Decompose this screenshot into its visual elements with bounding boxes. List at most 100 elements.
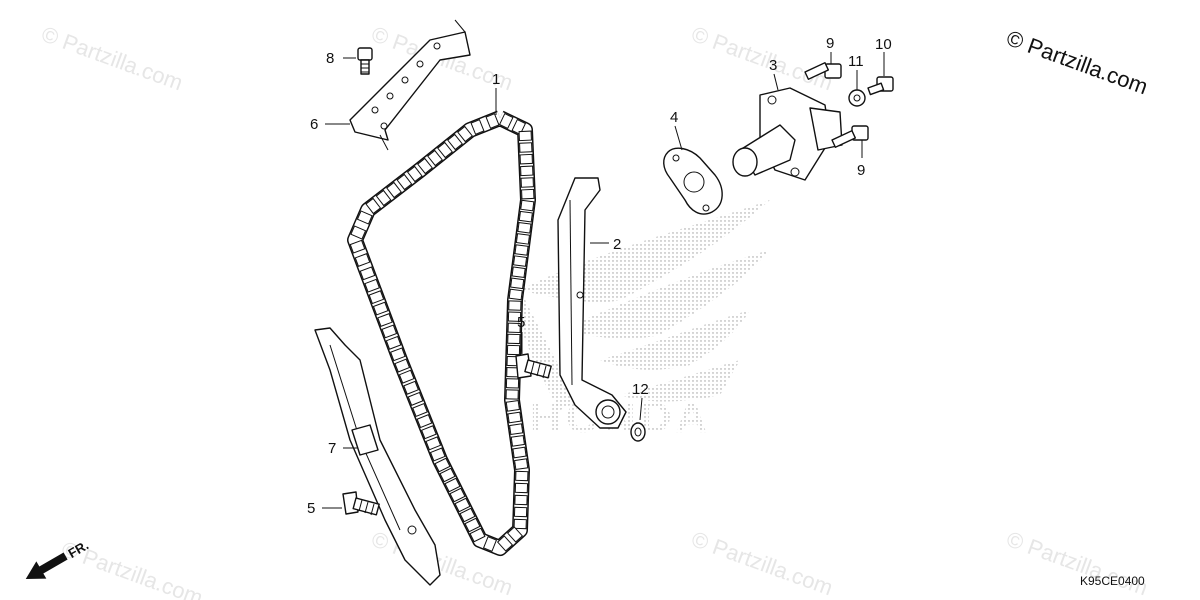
callout-5: 5 — [517, 314, 525, 331]
chain-link — [372, 301, 389, 316]
chain-link — [385, 335, 402, 350]
chain-link — [511, 266, 526, 279]
part-3-tensioner-lifter — [732, 87, 843, 181]
chain-link — [406, 165, 423, 183]
chain-link — [365, 197, 382, 215]
part-9-bolt-lower — [831, 125, 869, 148]
chain-link — [375, 189, 392, 207]
chain-link — [444, 477, 461, 493]
chain-link — [354, 253, 371, 267]
chain-link — [508, 300, 522, 311]
chain-link — [518, 210, 533, 223]
callout-5: 5 — [307, 500, 315, 517]
chain-link — [356, 210, 373, 225]
chain-link — [464, 517, 481, 533]
chain-link — [515, 233, 531, 245]
chain-link — [505, 378, 520, 389]
callout-9: 9 — [857, 162, 865, 179]
chain-link — [398, 369, 415, 384]
part-5-pivot-bolt-lower — [342, 491, 380, 516]
part-8-bolt — [357, 47, 373, 75]
chain-link — [425, 436, 442, 451]
callout-1: 1 — [492, 71, 500, 88]
partzilla-watermark: © Partzilla.com — [1003, 25, 1151, 99]
part-7-chain-guide — [314, 327, 441, 586]
chain-link — [510, 277, 525, 290]
chain-link — [513, 518, 527, 530]
chain-link — [396, 173, 413, 191]
chain-link — [437, 141, 453, 159]
part-1-cam-chain — [347, 110, 536, 556]
chain-link — [457, 125, 473, 143]
chain-link — [515, 470, 529, 482]
part-12-washer — [630, 422, 646, 442]
chain-link — [520, 199, 535, 212]
chain-link — [508, 288, 523, 301]
watermark: © Partzilla.com — [688, 21, 836, 95]
part-11-washer — [848, 89, 866, 107]
chain-link — [416, 414, 433, 429]
part-6-plate — [349, 19, 471, 151]
chain-link — [507, 411, 522, 424]
chain-link — [520, 165, 534, 177]
leader-lines — [322, 52, 885, 509]
chain-link — [520, 177, 534, 188]
chain-link — [429, 447, 446, 462]
chain-link — [447, 133, 463, 151]
chain-link — [509, 423, 524, 436]
callout-2: 2 — [613, 236, 621, 253]
callout-8: 8 — [326, 50, 334, 67]
chain-link — [505, 389, 519, 400]
chain-link — [407, 391, 424, 406]
chain-link — [485, 113, 500, 129]
chain-link — [514, 244, 529, 256]
chain-link — [518, 130, 532, 142]
chain-link — [517, 221, 532, 234]
chain-link — [507, 311, 522, 322]
diagram-code: K95CE0400 — [1080, 574, 1145, 588]
chain-link — [514, 482, 529, 494]
callout-11: 11 — [848, 53, 864, 70]
chain-link — [470, 119, 485, 135]
chain-link — [510, 434, 525, 447]
chain-link — [507, 333, 521, 345]
chain-link — [417, 157, 433, 175]
honda-wing-logo: HONDA — [510, 200, 770, 442]
chain-link — [381, 324, 398, 339]
chain-link — [512, 255, 528, 267]
chain-link — [514, 494, 528, 506]
chain-link — [403, 380, 420, 395]
part-10-bolt — [867, 76, 894, 96]
callout-3: 3 — [769, 57, 777, 74]
chain-link — [521, 188, 535, 200]
callout-7: 7 — [328, 440, 336, 457]
chain-link — [519, 153, 533, 165]
chain-link — [427, 149, 443, 167]
chain-link — [390, 347, 406, 362]
watermark: © Partzilla.com — [38, 21, 186, 95]
chain-link — [506, 526, 524, 543]
chain-link — [434, 457, 451, 473]
chain-link — [377, 313, 393, 327]
chain-link — [349, 239, 366, 254]
chain-link — [511, 118, 527, 136]
chain-link — [386, 181, 402, 199]
callout-4: 4 — [670, 109, 678, 126]
part-9-bolt-upper — [804, 62, 842, 80]
chain-link — [512, 446, 527, 459]
chain-link — [507, 322, 521, 333]
chain-link — [519, 142, 533, 153]
chain-link — [498, 112, 514, 130]
callout-9: 9 — [826, 35, 834, 52]
callout-group: 1 2 3 4 5 5 6 7 8 9 9 10 11 12 — [307, 35, 892, 517]
chain-link — [513, 506, 528, 518]
part-4-gasket — [663, 147, 723, 215]
callout-12: 12 — [632, 381, 649, 398]
chain-link — [420, 425, 437, 440]
part-5-pivot-bolt-upper — [515, 353, 552, 379]
chain-link — [364, 278, 380, 293]
chain-link — [439, 467, 456, 483]
chain-link — [412, 402, 428, 418]
chain-link — [514, 458, 529, 471]
